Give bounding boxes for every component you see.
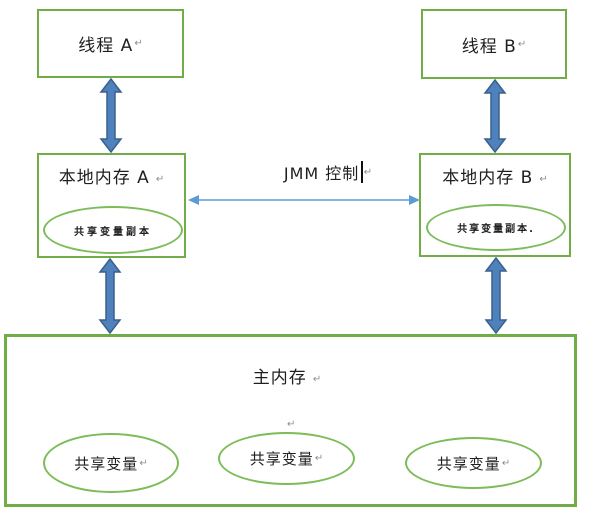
text-cursor-icon <box>361 161 363 183</box>
shared-variable-ellipse-2: 共享变量 ↵ <box>218 432 355 485</box>
return-mark: ↵ <box>155 174 165 185</box>
jmm-control-label-group: JMM 控制 ↵ <box>258 160 398 184</box>
jmm-control-label: JMM 控制 <box>283 164 360 183</box>
local-memory-a-label: 本地内存 A <box>58 168 150 188</box>
thread-b-box: 线程 B ↵ <box>421 9 567 79</box>
shared-variable-ellipse-3: 共享变量 ↵ <box>405 437 542 489</box>
arrow-local-a-main-memory-icon <box>98 257 122 335</box>
return-mark: ↵ <box>312 374 322 385</box>
return-mark: ↵ <box>314 453 324 464</box>
local-memory-b-label: 本地内存 B <box>442 168 534 188</box>
return-mark: ↵ <box>134 38 143 49</box>
shared-variable-3-label: 共享变量 <box>436 454 501 473</box>
return-mark: ↵ <box>539 174 548 185</box>
shared-variable-ellipse-1: 共享变量 ↵ <box>43 433 179 493</box>
shared-variable-2-label: 共享变量 <box>249 450 314 468</box>
arrow-thread-b-local-b-icon <box>483 78 507 154</box>
return-mark: ↵ <box>501 457 511 469</box>
return-mark: ↵ <box>517 38 527 50</box>
thread-b-label: 线程 B <box>461 36 517 57</box>
shared-variable-copy-a-label: 共享变量副本 <box>74 226 152 238</box>
thread-a-box: 线程 A ↵ <box>37 9 184 78</box>
local-memory-a-box: 本地内存 A ↵ 共享变量副本 <box>37 153 186 258</box>
return-mark: ↵ <box>139 457 148 469</box>
return-mark: ↵ <box>287 419 296 430</box>
arrow-local-b-main-memory-icon <box>484 256 508 335</box>
jmm-control-arrow-right-head-icon <box>409 195 420 205</box>
main-memory-label: 主内存 <box>252 368 307 388</box>
shared-variable-copy-ellipse-b: 共享变量副本. <box>426 204 566 251</box>
shared-variable-copy-ellipse-a: 共享变量副本 <box>43 206 183 254</box>
main-memory-box: 主内存 ↵ ↵ 共享变量 ↵ 共享变量 ↵ 共享变量 ↵ <box>4 334 577 507</box>
jmm-control-arrow-left-head-icon <box>188 195 199 205</box>
thread-a-label: 线程 A <box>78 36 134 56</box>
arrow-thread-a-local-a-icon <box>99 77 123 154</box>
shared-variable-1-label: 共享变量 <box>74 454 139 473</box>
return-mark: ↵ <box>363 166 373 178</box>
local-memory-b-box: 本地内存 B ↵ 共享变量副本. <box>419 153 571 257</box>
shared-variable-copy-b-label: 共享变量副本. <box>457 224 535 235</box>
